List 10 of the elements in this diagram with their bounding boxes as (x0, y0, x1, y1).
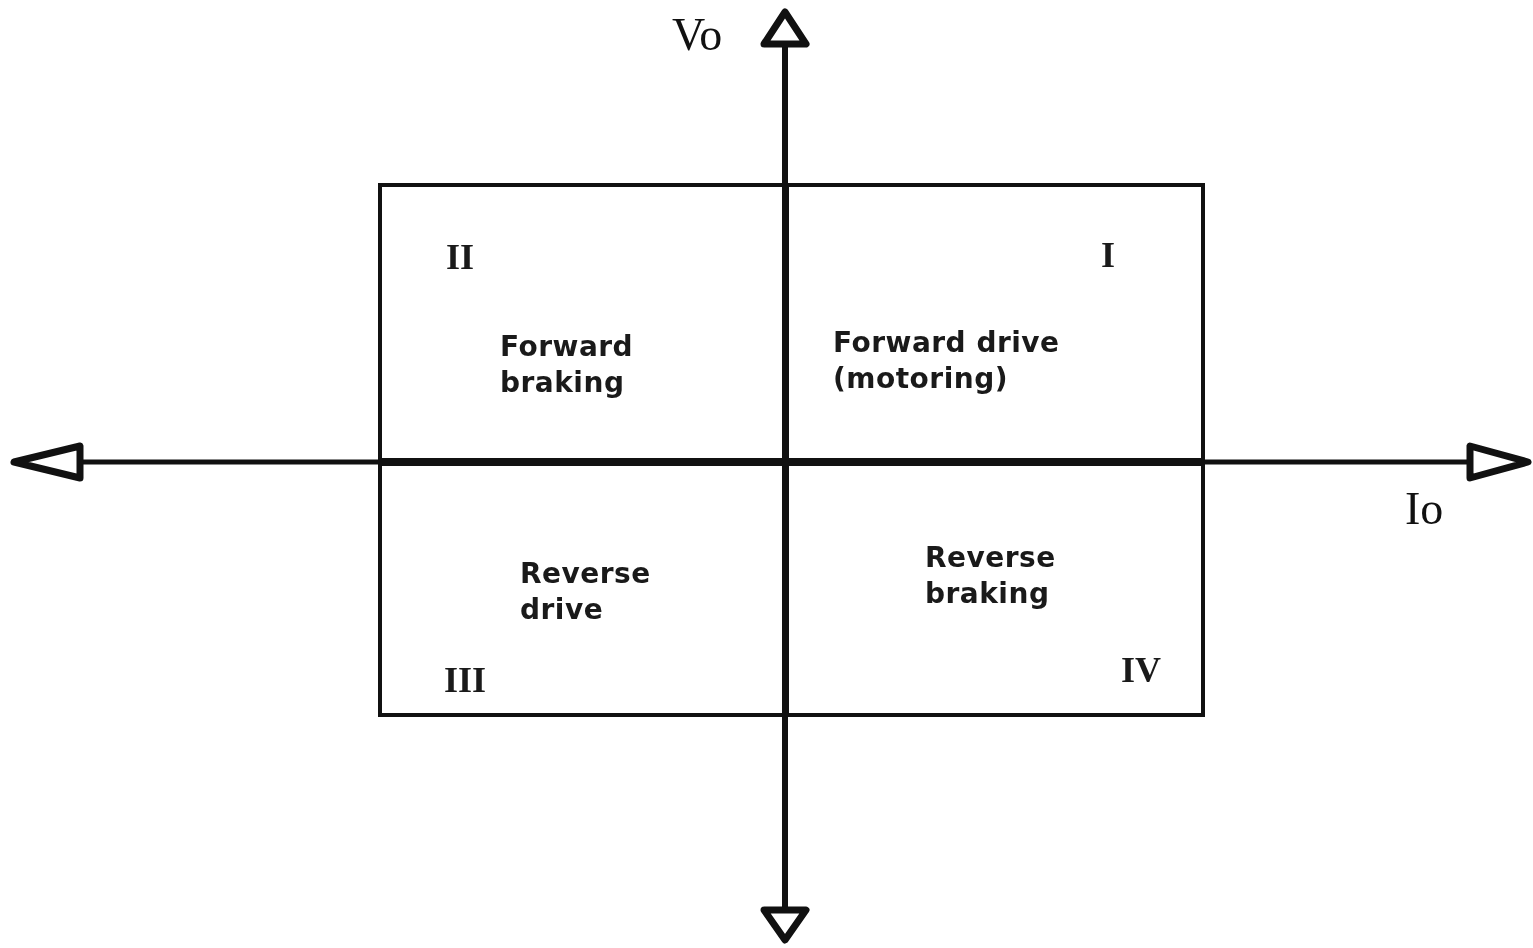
quadrant-numeral: IV (1121, 652, 1161, 688)
axis-label: Io (1405, 486, 1444, 532)
quadrant-numeral: I (1101, 237, 1115, 273)
quadrant-label: Reverse drive (520, 556, 652, 629)
quadrant-label: Forward drive (motoring) (833, 325, 1061, 398)
quadrant-numeral: III (444, 662, 487, 698)
quadrant-label: Reverse braking (925, 540, 1057, 613)
quadrant-numeral: II (446, 239, 475, 275)
axis-label: Vo (672, 12, 723, 58)
quadrant-label: Forward braking (500, 329, 635, 402)
